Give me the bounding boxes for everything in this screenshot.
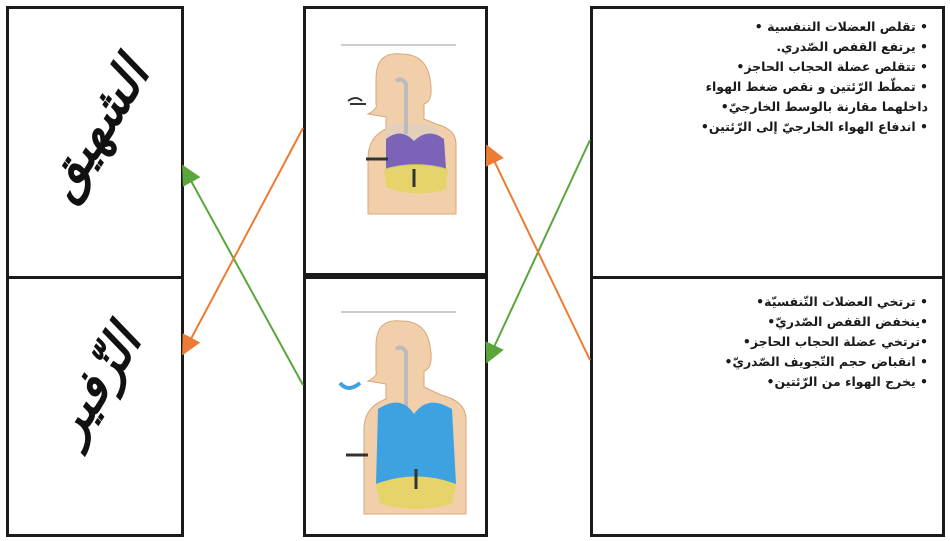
inhale-feature: • اندفاع الهواء الخارجيّ إلى الرّئتين•	[603, 117, 928, 137]
green-arrow-inhale-text-to-exhale-figure	[488, 140, 590, 360]
exhale-feature: • يخرج الهواء من الرّئتين•	[603, 372, 928, 392]
inhale-feature: • تقلص العضلات التنفسية •	[603, 17, 928, 37]
exhale-feature: •ينخفض القفص الصّدريّ•	[603, 312, 928, 332]
exhale-feature: •ترتخي عضلة الحجاب الحاجز•	[603, 332, 928, 352]
inhale-features-list: • تقلص العضلات التنفسية • • يرتفع القفص …	[603, 17, 928, 137]
inhale-term: الشهيق	[24, 40, 165, 217]
terms-divider	[9, 276, 181, 279]
inhale-feature: • يرتفع القفص الصّدري.	[603, 37, 928, 57]
inhale-feature: داخلهما مقارنة بالوسط الخارجيّ•	[603, 97, 928, 117]
exhale-feature: • انقباض حجم التّجويف الصّدريّ•	[603, 352, 928, 372]
descriptions-panel: • تقلص العضلات التنفسية • • يرتفع القفص …	[590, 6, 945, 537]
exhale-figure-panel	[303, 276, 488, 537]
exhale-term: الزّفير	[24, 295, 165, 472]
exhale-feature: • ترتخي العضلات التّنفسيّة•	[603, 292, 928, 312]
inhale-feature: • تمطّط الرّئتين و نقص ضغط الهواء	[603, 77, 928, 97]
torso-exhale-icon	[306, 279, 485, 534]
inhale-feature: • تتقلص عضلة الحجاب الحاجز•	[603, 57, 928, 77]
orange-arrow-exhale-text-to-inhale-figure	[488, 148, 590, 360]
green-arrow-exhale-figure-to-inhale	[184, 168, 303, 385]
terms-panel: الشهيق الزّفير	[6, 6, 184, 537]
orange-arrow-inhale-figure-to-exhale	[184, 128, 303, 352]
exhale-features-list: • ترتخي العضلات التّنفسيّة• •ينخفض القفص…	[603, 292, 928, 392]
inhale-figure-panel	[303, 6, 488, 276]
torso-inhale-icon	[306, 9, 485, 273]
descriptions-divider	[593, 276, 942, 279]
